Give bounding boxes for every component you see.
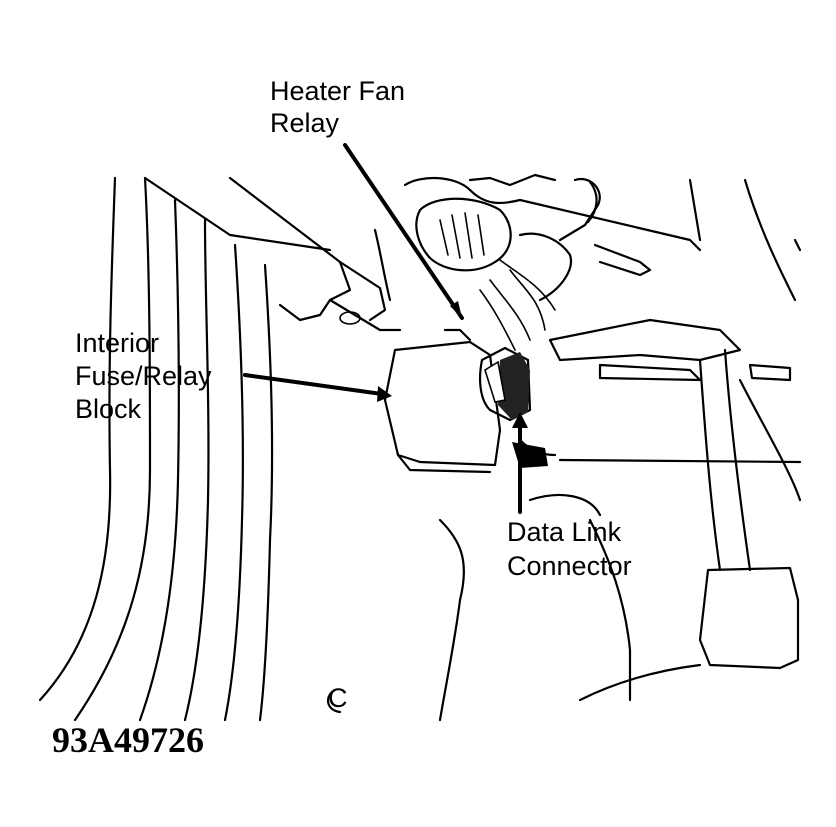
- figure-id: 93A49726: [52, 720, 204, 760]
- floor-outline: [327, 493, 702, 722]
- fuse-relay-block-label-line-2: Fuse/Relay: [75, 361, 212, 391]
- data-link-connector-label-line-2: Connector: [507, 551, 632, 581]
- fuse-relay-block-label-line-1: Interior: [75, 328, 159, 358]
- leader-heater-fan-relay: [343, 143, 464, 320]
- heater-fan-relay-part: [403, 173, 652, 351]
- right-pedal-structure: [518, 178, 802, 670]
- leader-fuse-relay-block: [243, 373, 384, 396]
- data-link-connector-label-line-1: Data Link: [507, 517, 622, 547]
- callout-leaders: [243, 143, 528, 514]
- heater-fan-relay-label-line-2: Relay: [270, 108, 340, 138]
- dash-bracket: [228, 176, 402, 332]
- heater-fan-relay-label-line-1: Heater Fan: [270, 76, 405, 106]
- data-link-connector-label: Data Link Connector: [507, 517, 632, 581]
- fuse-relay-block-label-line-3: Block: [75, 394, 142, 424]
- fuse-relay-block-part: [383, 328, 502, 474]
- heater-fan-relay-label: Heater Fan Relay: [270, 76, 413, 138]
- data-link-connector-part: [479, 346, 557, 468]
- fuse-relay-block-label: Interior Fuse/Relay Block: [75, 328, 219, 424]
- left-kick-panel: [38, 176, 332, 722]
- small-c-mark: C: [328, 683, 348, 713]
